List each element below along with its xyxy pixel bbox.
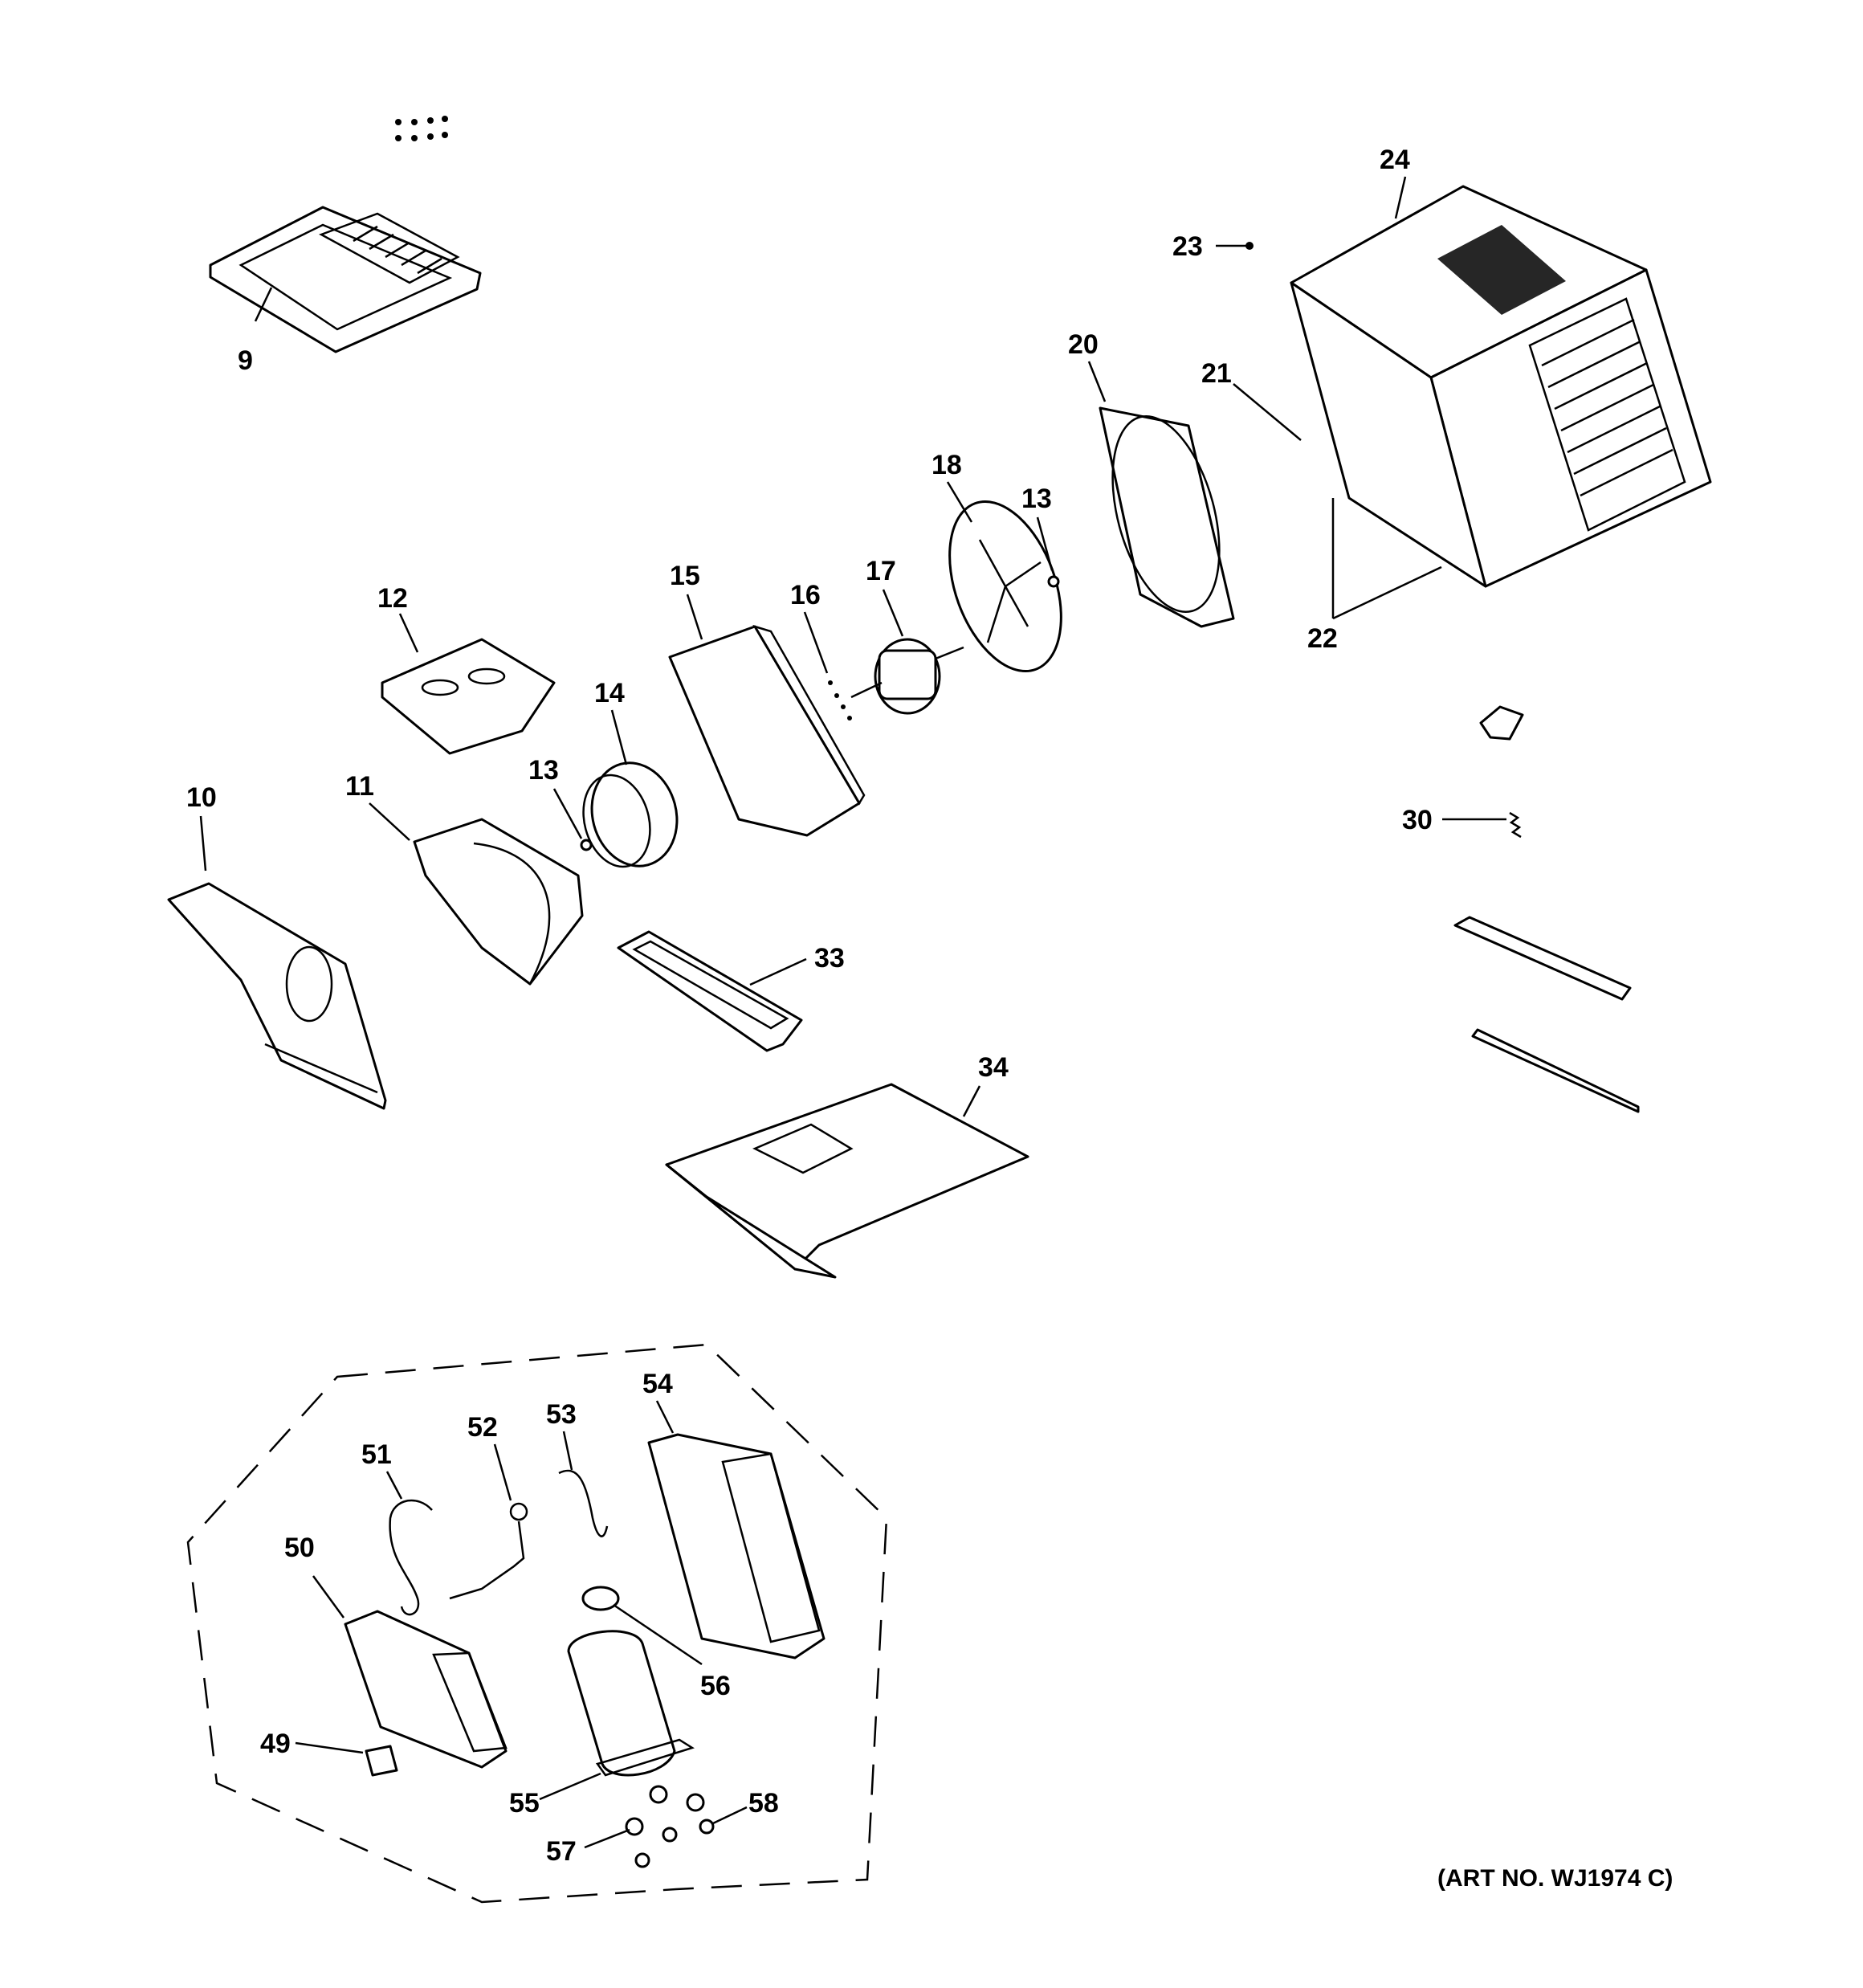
callout-34: 34 [978, 1052, 1009, 1083]
part-30-spring [1509, 811, 1522, 839]
callout-13-left: 13 [528, 755, 559, 786]
part-34-base-pan [665, 1083, 1029, 1279]
part-50-evaporator [344, 1610, 508, 1769]
callout-57: 57 [546, 1836, 577, 1867]
callout-18: 18 [932, 450, 962, 480]
part-16-fasteners [828, 680, 852, 720]
callout-17: 17 [866, 556, 896, 586]
callout-13-right: 13 [1021, 484, 1052, 514]
part-54-condenser [647, 1433, 826, 1659]
callout-58: 58 [748, 1788, 779, 1819]
callout-10: 10 [186, 782, 217, 813]
callout-23: 23 [1172, 231, 1203, 262]
callout-16: 16 [790, 580, 821, 610]
callout-24: 24 [1380, 145, 1410, 175]
callout-55: 55 [509, 1788, 540, 1819]
callout-22: 22 [1307, 623, 1338, 654]
sealed-system-boundary [186, 1343, 888, 1904]
part-24-cabinet [1290, 185, 1712, 588]
callout-53: 53 [546, 1399, 577, 1430]
part-15-panel [668, 624, 866, 837]
part-14-blower-wheel [582, 761, 679, 868]
callout-9: 9 [238, 345, 253, 376]
part-12-scroll-cover [381, 638, 556, 755]
seal-strip [1471, 1028, 1640, 1113]
callout-15: 15 [670, 561, 700, 591]
callout-20: 20 [1068, 329, 1099, 360]
callout-21: 21 [1201, 358, 1232, 389]
callout-33: 33 [814, 943, 845, 974]
callout-11: 11 [345, 771, 374, 802]
callout-56: 56 [700, 1671, 731, 1701]
art-number-label: (ART NO. WJ1974 C) [1437, 1865, 1673, 1892]
part-49-clip [365, 1745, 398, 1777]
part-56-overload [581, 1586, 620, 1611]
callout-49: 49 [260, 1729, 291, 1759]
callout-50: 50 [284, 1533, 315, 1563]
part-10-bulkhead [167, 882, 387, 1110]
part-52-capillary [449, 1502, 528, 1600]
part-33-drain-pan [617, 930, 803, 1052]
part-11-blower-housing [413, 818, 584, 986]
part-9-top-cover [209, 206, 482, 353]
part-51-tube [389, 1499, 433, 1616]
callout-14: 14 [594, 678, 625, 708]
callout-30: 30 [1402, 805, 1433, 835]
callout-51: 51 [361, 1439, 392, 1470]
foam-strip [1453, 916, 1632, 1001]
bracket [1479, 705, 1524, 741]
screw-set [395, 116, 448, 141]
part-17-motor [850, 638, 964, 715]
part-57-58-grommets [625, 1785, 715, 1868]
callout-54: 54 [642, 1369, 673, 1399]
callout-52: 52 [467, 1412, 498, 1443]
part-20-shroud [1099, 406, 1235, 628]
part-55-compressor [567, 1630, 695, 1777]
callout-12: 12 [377, 583, 408, 614]
part-18-fan-blade [948, 500, 1062, 673]
part-53-tube [558, 1469, 609, 1537]
